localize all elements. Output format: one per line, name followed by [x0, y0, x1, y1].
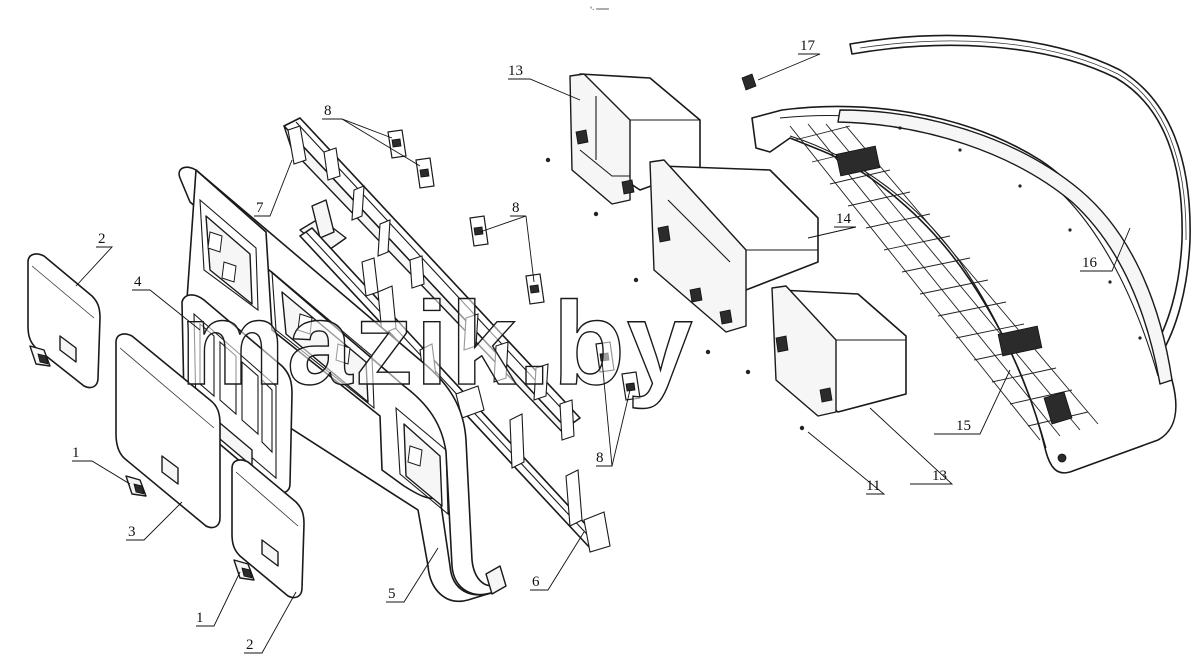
callout-1-lower: 1 [196, 610, 204, 626]
watermark: mazik.by [180, 278, 694, 410]
part-2-cover-lower [231, 459, 305, 599]
callout-8-middle: 8 [512, 200, 520, 216]
callout-4: 4 [134, 274, 142, 290]
callout-16: 16 [1082, 255, 1098, 271]
header-mark: °- ═══ [590, 7, 610, 13]
callout-2-upper: 2 [98, 231, 106, 247]
callout-14: 14 [836, 211, 852, 227]
callout-6: 6 [532, 574, 540, 590]
part-13-air-duct-lower [771, 285, 907, 417]
callout-7: 7 [256, 200, 264, 216]
callout-11: 11 [866, 478, 880, 494]
part-6-lower-crossbar [299, 227, 611, 553]
part-11-screws [545, 157, 805, 431]
callout-1-upper: 1 [72, 445, 80, 461]
part-5-grille-frame [178, 166, 507, 603]
part-2-cover-upper [27, 253, 101, 389]
leader-lines [72, 53, 1131, 654]
part-15-bumper-shell [751, 105, 1177, 474]
part-14-radiator-cowl [649, 159, 819, 333]
part-3-main-cover [115, 333, 221, 529]
callout-13-lower: 13 [932, 468, 947, 484]
part-13-air-duct-upper [569, 73, 701, 205]
part-7-upper-crossbar [283, 117, 581, 441]
callout-15: 15 [956, 418, 971, 434]
callout-2-lower: 2 [246, 637, 254, 653]
callout-8-top: 8 [324, 103, 332, 119]
part-1-clips [29, 345, 255, 581]
callout-8-bottom: 8 [596, 450, 604, 466]
callout-13-upper: 13 [508, 63, 523, 79]
callout-3: 3 [128, 524, 136, 540]
part-17-clip [741, 73, 757, 91]
callout-labels: 1 1 2 2 3 4 5 6 7 8 8 8 11 13 13 14 15 1… [72, 38, 1098, 653]
part-8-brackets [387, 129, 641, 401]
callout-17: 17 [800, 38, 816, 54]
callout-5: 5 [388, 586, 396, 602]
